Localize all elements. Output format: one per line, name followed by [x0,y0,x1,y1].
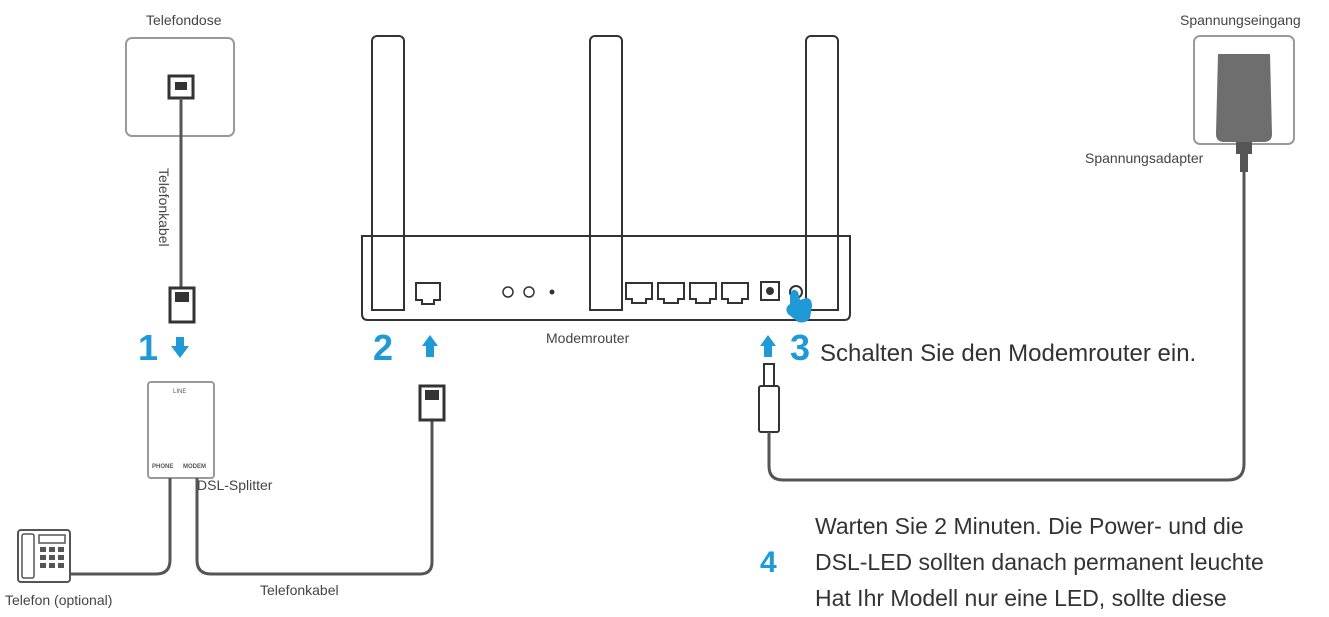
step-3-instruction: Schalten Sie den Modemrouter ein. [820,340,1197,367]
hand-pointer-icon [786,289,812,323]
modemrouter-device [361,35,851,321]
splitter-modem-cable [195,420,434,576]
arrow-up-icon [422,335,438,357]
dsl-splitter-device [147,381,215,479]
spannungsadapter-label: Spannungsadapter [1085,150,1204,166]
arrow-up-icon [760,335,776,357]
wifi-button [523,286,535,298]
dsl-splitter-label: DSL-Splitter [197,477,273,493]
arrow-down-icon [171,337,189,358]
splitter-modem-port-label: MODEM [183,464,206,470]
telefondose-label: Telefondose [146,12,222,28]
wps-button [502,286,514,298]
spannungseingang-label: Spannungseingang [1180,12,1301,28]
step-4-instruction-line-3: Hat Ihr Modell nur eine LED, sollte dies… [815,585,1227,611]
telefon-label: Telefon (optional) [5,592,113,608]
modemrouter-label: Modemrouter [546,330,630,346]
telephone-icon [17,529,71,583]
splitter-phone-port-label: PHONE [152,464,174,470]
step-1-number: 1 [138,327,159,368]
phone-plug-icon [168,286,196,324]
reset-button [549,289,555,295]
phone-plug-icon [418,384,446,422]
power-cable [767,172,1246,482]
telefondose-device [125,37,235,137]
step-2-number: 2 [373,327,394,368]
spannungsadapter-device [1216,54,1272,172]
step-3-number: 3 [790,327,811,368]
dc-plug-icon [758,363,780,433]
lan-ports [625,282,749,304]
step-4-number: 4 [760,546,777,579]
splitter-phone-cable [70,478,172,576]
step-4-instruction-line-1: Warten Sie 2 Minuten. Die Power- und die [815,513,1244,539]
step-4-instruction-line-2: DSL-LED sollten danach permanent leuchte [815,549,1264,575]
telefonkabel-vertical-label: Telefonkabel [156,168,172,247]
dsl-port [415,282,441,305]
telefonkabel-bottom-label: Telefonkabel [260,582,339,598]
splitter-line-port-label: LINE [173,389,187,395]
